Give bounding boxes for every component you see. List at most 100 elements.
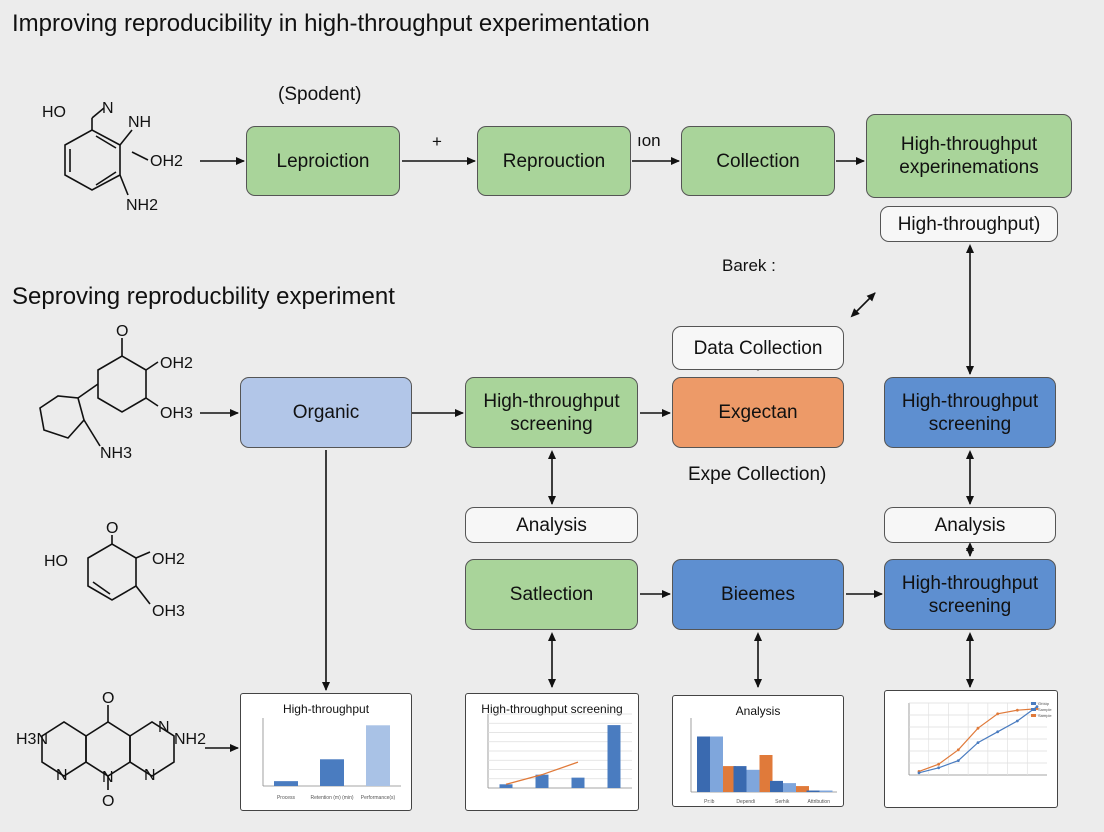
molecule-structures: HO N NH OH2 NH2 O OH2 OH3 NH3 O HO OH2 O… — [16, 100, 206, 810]
mol1-nh2: NH2 — [126, 197, 158, 214]
section-title: Seproving reproducbility experiment — [12, 283, 395, 310]
chart-4-point — [976, 726, 980, 730]
spodent-label: (Spodent) — [278, 84, 362, 105]
chart-1-tick-label: Process — [277, 795, 296, 801]
mol1-ho: HO — [42, 104, 66, 121]
chart-3-tick-label: Pr:ib — [704, 799, 715, 805]
chart-3-bar — [710, 736, 723, 792]
bieemes-box[interactable]: Bieemes — [672, 559, 844, 630]
mol4-h3n: H3N — [16, 731, 48, 748]
chart-4-point — [996, 712, 1000, 716]
chart-3-bar — [806, 790, 820, 792]
chart-2-bar — [535, 774, 549, 788]
mol4-n3: N — [144, 767, 156, 784]
chart-2-plot — [487, 713, 632, 789]
expe-collection-label: Expe Collection) — [688, 464, 827, 485]
ion-label: ıon — [637, 131, 661, 150]
chart-2-bar — [499, 784, 513, 788]
chart-4-legend-swatch — [1031, 708, 1036, 711]
chart-4-legend-label: Sample — [1038, 707, 1052, 712]
mol1-oh2: OH2 — [150, 153, 183, 170]
mol2-oh3: OH3 — [160, 405, 193, 422]
mol2-nh3: NH3 — [100, 445, 132, 462]
chart-4-legend-label: Sample — [1038, 713, 1052, 718]
mol1-nh: NH — [128, 114, 151, 131]
mol1-n: N — [102, 100, 114, 117]
high-throughput-experiments-box[interactable]: High-throughput experinemations — [866, 114, 1072, 198]
collection-box[interactable]: Collection — [681, 126, 835, 196]
satlection-box[interactable]: Satlection — [465, 559, 638, 630]
chart-1-tick-label: Retention (m) (min) — [310, 795, 353, 801]
chart-4-point — [1015, 708, 1019, 712]
chart-4-point — [996, 730, 1000, 734]
leproiction-box[interactable]: Leproiction — [246, 126, 400, 196]
chart-3-bar — [697, 736, 710, 792]
mol3-o: O — [106, 520, 118, 537]
chart-1-bar — [274, 781, 298, 786]
chart-3-bar — [770, 780, 783, 792]
chart-4-point — [937, 766, 941, 770]
organic-box[interactable]: Organic — [240, 377, 412, 448]
mol2-oh2: OH2 — [160, 355, 193, 372]
chart-2-line — [505, 761, 579, 785]
mol2-o: O — [116, 323, 128, 340]
chart-4-point — [937, 762, 941, 766]
plus-label: + — [432, 132, 442, 151]
chart-3-bar — [796, 786, 809, 792]
chart-3-title: Analysis — [735, 704, 781, 718]
chart-4-point — [976, 741, 980, 744]
chart-4-point — [917, 771, 921, 775]
chart-3-plot: Pr:ib Dependi Serhik Attribution — [690, 718, 837, 805]
high-throughput-tag[interactable]: High-throughput) — [880, 206, 1058, 242]
chart-3-tick-label: Dependi — [736, 799, 755, 805]
reprouction-box[interactable]: Reprouction — [477, 126, 631, 196]
chart-3-tick-label: Attribution — [807, 799, 830, 805]
chart-panel-3: Analysis Pr:ib Dependi Serhik Attribution — [672, 695, 844, 807]
chart-panel-2: High-throughput screening — [465, 693, 639, 811]
mol4-nh2: NH2 — [174, 731, 206, 748]
chart-4-point — [1015, 719, 1019, 723]
chart-3-bar — [819, 790, 833, 792]
chart-4-line — [918, 708, 1038, 772]
analysis-mid-box[interactable]: Analysis — [465, 507, 638, 543]
chart-3-bar — [723, 766, 736, 792]
hts-mid-box[interactable]: High-throughput screening — [465, 377, 638, 448]
chart-4-point — [1035, 705, 1039, 708]
main-title: Improving reproducibility in high-throug… — [12, 10, 650, 37]
mol3-oh3: OH3 — [152, 603, 185, 620]
mol4-o-top: O — [102, 690, 114, 707]
chart-4-point — [956, 748, 960, 752]
chart-3-bar — [746, 769, 760, 792]
mol3-oh2: OH2 — [152, 551, 185, 568]
chart-1-plot: Process Retention (m) (min) Performance(s) — [262, 718, 401, 801]
hts-right-box[interactable]: High-throughput screening — [884, 377, 1056, 448]
chart-3-bar — [733, 766, 747, 792]
chart-1-tick-label: Performance(s) — [361, 795, 396, 801]
hts-bottom-box[interactable]: High-throughput screening — [884, 559, 1056, 630]
mol3-ho: HO — [44, 553, 68, 570]
chart-panel-1: High-throughput Process Retention (m) (mi… — [240, 693, 412, 811]
chart-3-bar — [759, 755, 773, 792]
chart-1-title: High-throughput — [282, 702, 370, 716]
chart-1-bar — [366, 725, 390, 786]
chart-1-bar — [320, 759, 344, 786]
chart-2-title: High-throughput screening — [481, 702, 623, 716]
chart-3-bar — [783, 783, 796, 792]
mol4-n1: N — [56, 767, 68, 784]
chart-4-point — [1035, 707, 1039, 711]
analysis-right-box[interactable]: Analysis — [884, 507, 1056, 543]
chart-4-legend-swatch — [1031, 714, 1036, 717]
data-collection-box[interactable]: Data Collection — [672, 326, 844, 370]
chart-2-bar — [571, 777, 585, 788]
mol4-n4: N — [158, 719, 170, 736]
chart-4-legend-label: Group — [1038, 701, 1050, 706]
mol4-n2: N — [102, 769, 114, 786]
chart-3-tick-label: Serhik — [775, 799, 790, 805]
chart-4-point — [956, 759, 960, 762]
mol4-o-bottom: O — [102, 793, 114, 810]
chart-2-bar — [607, 725, 621, 788]
exgectan-box[interactable]: Exgectan — [672, 377, 844, 448]
